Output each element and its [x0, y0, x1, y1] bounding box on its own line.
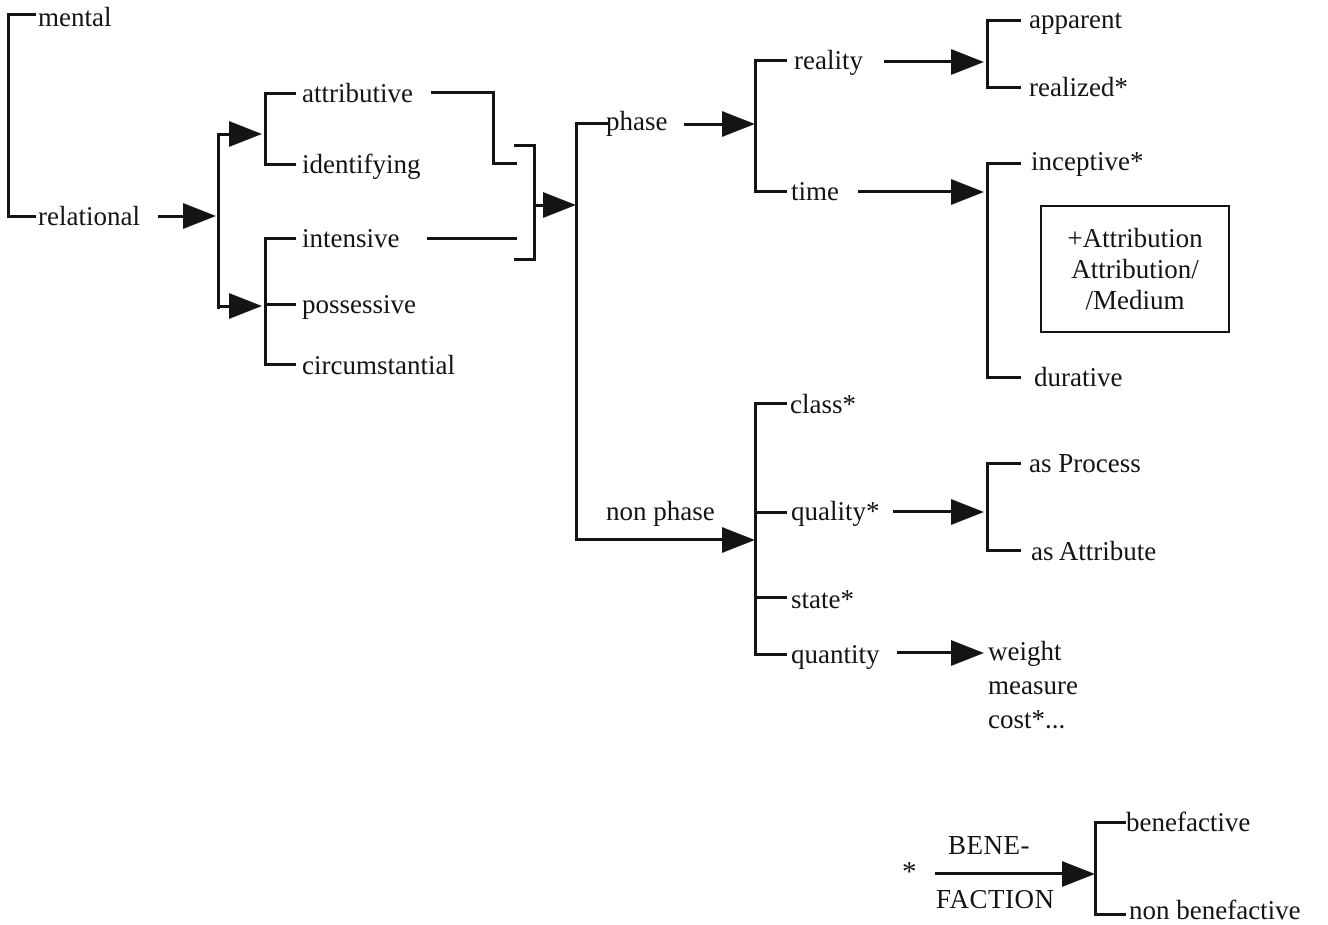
attributive-bracket-vertical — [264, 92, 267, 166]
arrowhead-icon — [183, 203, 216, 229]
non-benefactive-tick — [1094, 913, 1126, 916]
annotation-line-2: Attribution/ — [1071, 253, 1199, 284]
node-quality: quality* — [791, 496, 880, 526]
node-attributive: attributive — [302, 78, 413, 108]
node-time: time — [791, 176, 839, 206]
phase-bracket-vertical — [754, 59, 757, 193]
apparent-tick — [986, 19, 1021, 22]
node-realized: realized* — [1029, 72, 1128, 102]
as-process-tick — [986, 462, 1021, 465]
phase-arrow-stem — [684, 123, 724, 126]
attributive-connector-h2 — [492, 162, 517, 165]
quantity-arrow-stem — [897, 651, 953, 654]
intensive-tick — [264, 237, 296, 240]
time-bracket-vertical — [986, 162, 989, 379]
intensive-bracket-vertical — [264, 237, 267, 366]
attribution-annotation-box: +Attribution Attribution/ /Medium — [1040, 205, 1230, 333]
benefactive-tick — [1094, 821, 1126, 824]
arrowhead-icon — [229, 121, 262, 147]
time-arrow-stem — [858, 190, 954, 193]
class-tick — [754, 402, 787, 405]
arrowhead-icon — [722, 527, 755, 553]
identifying-tick — [264, 163, 296, 166]
inceptive-tick — [986, 162, 1021, 165]
arrowhead-icon — [229, 293, 262, 319]
arrowhead-icon — [951, 640, 984, 666]
join-bracket-top-hook — [514, 144, 536, 147]
reality-bracket-vertical — [986, 19, 989, 89]
node-weight: weight — [988, 636, 1062, 666]
benefaction-bracket-vertical — [1094, 821, 1097, 916]
time-tick — [754, 190, 787, 193]
node-possessive: possessive — [302, 289, 416, 319]
node-non-benefactive: non benefactive — [1129, 895, 1301, 925]
durative-tick — [986, 376, 1021, 379]
asterisk-marker: * — [902, 856, 917, 888]
quality-tick — [754, 511, 787, 514]
quality-arrow-stem — [893, 510, 953, 513]
possessive-tick — [264, 303, 296, 306]
upper-branch-stem — [218, 133, 232, 136]
as-attribute-tick — [986, 549, 1021, 552]
attributive-connector-v — [492, 91, 495, 165]
annotation-line-3: /Medium — [1085, 284, 1185, 315]
node-circumstantial: circumstantial — [302, 350, 455, 380]
benefaction-label-bottom: FACTION — [936, 884, 1055, 914]
node-apparent: apparent — [1029, 4, 1122, 34]
non-phase-arrow-stem — [575, 538, 724, 541]
state-tick — [754, 596, 787, 599]
root-bracket-tick-mental — [7, 13, 36, 16]
arrowhead-icon — [722, 111, 755, 137]
arrowhead-icon — [951, 499, 984, 525]
attributive-connector-h1 — [431, 91, 494, 94]
node-identifying: identifying — [302, 149, 421, 179]
node-phase: phase — [606, 106, 668, 136]
arrowhead-icon — [1062, 861, 1095, 887]
attributive-tick — [264, 92, 296, 95]
node-durative: durative — [1034, 362, 1123, 392]
node-reality: reality — [794, 45, 863, 75]
node-inceptive: inceptive* — [1031, 146, 1144, 176]
quantity-outcomes: weight measure cost*... — [988, 634, 1078, 736]
arrowhead-icon — [951, 49, 984, 75]
join-arrow-stem — [536, 204, 546, 207]
node-relational: relational — [38, 201, 140, 231]
node-non-phase: non phase — [606, 496, 715, 526]
node-class: class* — [790, 389, 856, 419]
realized-tick — [986, 86, 1021, 89]
benefaction-label-top: BENE- — [948, 830, 1030, 860]
node-benefactive: benefactive — [1126, 807, 1251, 837]
node-quantity: quantity — [791, 639, 880, 669]
node-state: state* — [791, 584, 854, 614]
non-phase-bracket-vertical — [754, 402, 757, 656]
relational-junction-vertical — [217, 133, 220, 309]
join-bracket-vertical — [533, 144, 536, 261]
node-as-attribute: as Attribute — [1031, 536, 1157, 566]
node-cost: cost*... — [988, 704, 1066, 734]
arrowhead-icon — [543, 192, 576, 218]
root-bracket-vertical — [7, 13, 10, 218]
arrowhead-icon — [951, 179, 984, 205]
reality-tick — [754, 59, 787, 62]
root-bracket-tick-relational — [7, 215, 36, 218]
circumstantial-tick — [264, 363, 296, 366]
node-measure: measure — [988, 670, 1078, 700]
node-intensive: intensive — [302, 223, 400, 253]
intensive-connector — [427, 237, 517, 240]
quantity-tick — [754, 653, 787, 656]
relational-arrow-stem — [158, 215, 186, 218]
lower-branch-stem — [218, 305, 232, 308]
benefaction-arrow-stem — [935, 872, 1065, 875]
node-mental: mental — [38, 2, 112, 32]
phase-hook — [575, 122, 608, 125]
trunk-vertical — [575, 122, 578, 541]
reality-arrow-stem — [884, 60, 954, 63]
node-as-process: as Process — [1029, 448, 1141, 478]
join-bracket-bottom-hook — [514, 258, 536, 261]
quality-bracket-vertical — [986, 462, 989, 552]
annotation-line-1: +Attribution — [1067, 222, 1203, 253]
